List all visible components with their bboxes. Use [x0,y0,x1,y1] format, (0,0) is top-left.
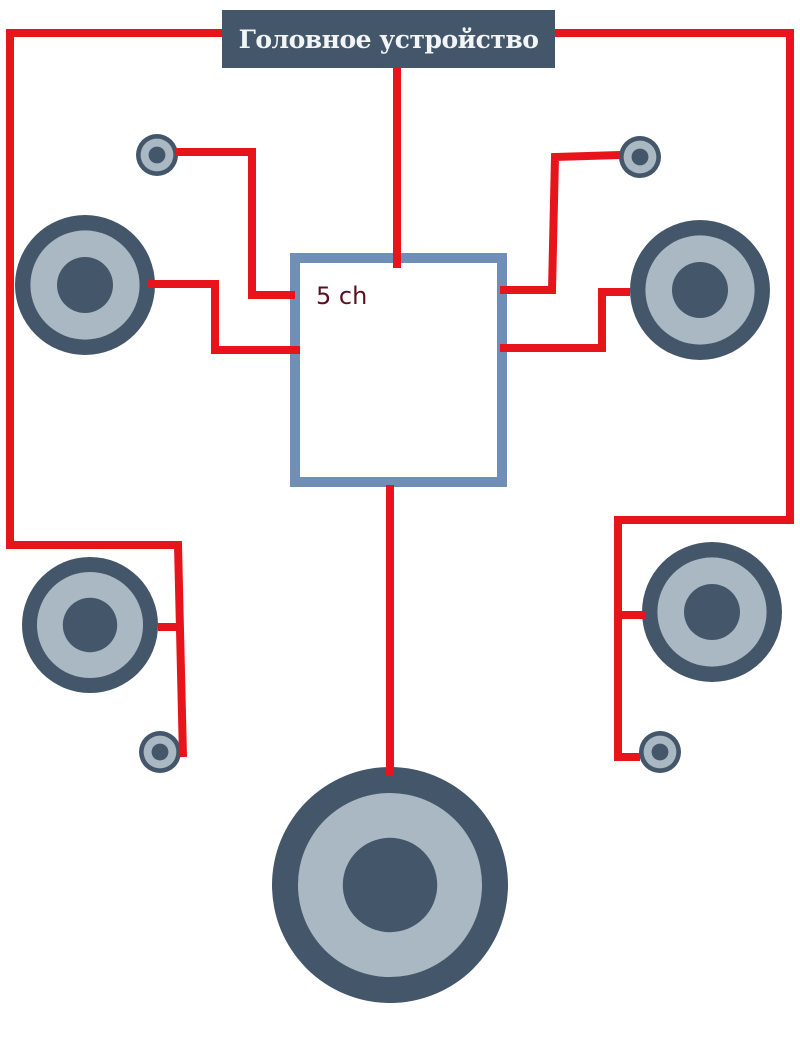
subwoofer [272,767,508,1003]
speaker-ring [672,262,728,318]
speaker-ring [342,837,438,933]
amplifier-label: 5 ch [316,282,368,310]
speaker-front-right [630,220,770,360]
head-unit: Головное устройство [222,10,555,68]
wire-left-tweeter [175,148,295,299]
wire-right-mid [500,288,630,352]
wire-right-rear [555,29,794,761]
tweeter-rear-right [639,731,681,773]
wire-left-rear [6,29,222,758]
speaker-ring [151,743,169,761]
speaker-ring [684,584,740,640]
tweeter-front-left [136,134,178,176]
speaker-ring [62,597,118,653]
amplifier-box [290,253,507,487]
speaker-ring [148,146,166,164]
wires [6,29,794,775]
speaker-ring [57,257,113,313]
speaker-rear-right [642,542,782,682]
wire-right-tweeter [500,151,621,294]
speaker-rear-left [22,557,158,693]
tweeter-rear-left [139,731,181,773]
speaker-ring [651,743,669,761]
speaker-ring [631,148,649,166]
wire-left-mid [148,280,300,354]
speaker-front-left [15,215,155,355]
tweeter-front-right [619,136,661,178]
